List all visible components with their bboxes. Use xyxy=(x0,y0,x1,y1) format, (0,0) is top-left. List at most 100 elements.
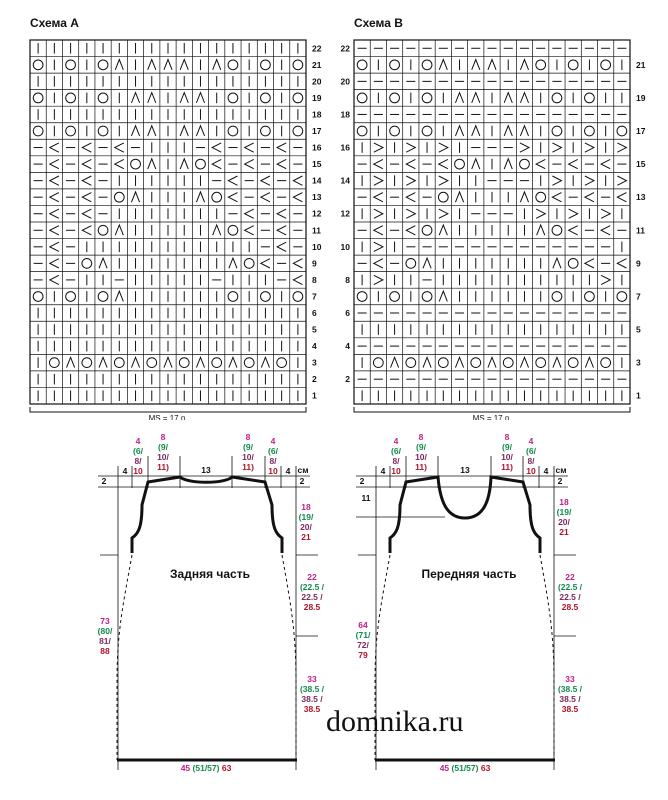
chart-b-row-label: 3 xyxy=(636,358,641,368)
chart-a-stitch xyxy=(113,159,125,170)
chart-b-stitch xyxy=(567,257,579,269)
chart-a-stitch xyxy=(292,175,303,186)
chart-b-stitch xyxy=(567,357,579,369)
front-armhole: 18(19/20/21 xyxy=(557,497,572,537)
chart-b-row-label: 13 xyxy=(636,192,646,202)
chart-b-stitch xyxy=(616,125,628,137)
front-dim-4-right: 4 xyxy=(544,466,549,476)
chart-a-stitch xyxy=(212,223,222,236)
chart-b-stitch xyxy=(519,124,529,137)
chart-a-stitch xyxy=(211,159,222,170)
chart-b-stitch xyxy=(437,357,449,369)
chart-a-stitch xyxy=(243,159,254,170)
chart-a-stitch xyxy=(292,59,304,71)
chart-a-stitch xyxy=(48,192,60,203)
chart-a-stitch xyxy=(195,190,205,203)
chart-a-stitch xyxy=(81,225,92,236)
chart-b-stitch xyxy=(519,158,530,170)
chart-a-stitch xyxy=(243,357,255,369)
chart-a-stitch xyxy=(65,291,76,302)
front-side-upper: 22(22.5 /22.5 /28.5 xyxy=(558,572,583,612)
chart-a-stitch xyxy=(275,142,287,153)
chart-b-stitch xyxy=(406,142,417,153)
chart-a-stitch xyxy=(97,92,109,104)
chart-b-stitch xyxy=(552,175,563,186)
back-dim-4-left: 4 xyxy=(123,466,128,476)
chart-a-stitch xyxy=(130,158,141,170)
chart-a-row-label: 4 xyxy=(312,341,317,351)
chart-a-stitch xyxy=(292,258,303,269)
chart-b-stitch xyxy=(437,159,449,170)
chart-a-stitch xyxy=(292,291,304,302)
chart-b-stitch xyxy=(552,355,562,368)
chart-a-row-label: 19 xyxy=(312,93,322,103)
chart-a-stitch xyxy=(97,125,109,137)
chart-a-stitch xyxy=(147,157,157,170)
chart-b-stitch xyxy=(356,92,368,104)
chart-a-stitch xyxy=(228,355,238,368)
chart-b-stitch xyxy=(502,357,514,369)
chart-b-stitch xyxy=(519,190,529,203)
chart-b-stitch xyxy=(584,92,595,104)
back-armhole: 18(19/20/21 xyxy=(299,502,314,542)
chart-b-stitch xyxy=(551,92,563,104)
chart-a-stitch xyxy=(97,59,109,71)
chart-b-stitch xyxy=(372,357,384,369)
chart-a-row-label: 3 xyxy=(312,358,317,368)
chart-b-row-label: 1 xyxy=(636,391,641,401)
chart-a-stitch xyxy=(81,192,92,203)
front-dim-13: 13 xyxy=(460,465,470,475)
chart-b-stitch xyxy=(536,223,546,236)
chart-a-repeat-label: MS = 17 п. xyxy=(149,414,188,420)
chart-a-stitch xyxy=(81,257,93,269)
chart-a-stitch xyxy=(260,92,271,104)
chart-a-stitch xyxy=(113,142,125,153)
chart-a-stitch xyxy=(292,125,304,137)
back-group-left2: 8(9/10/11) xyxy=(157,432,169,472)
back-title: Задняя часть xyxy=(170,567,250,581)
chart-a-row-label: 11 xyxy=(312,225,321,235)
chart-a-stitch xyxy=(48,142,60,153)
chart-b-row-label: 2 xyxy=(345,374,350,384)
chart-b-stitch xyxy=(552,256,562,269)
chart-b-stitch xyxy=(584,125,595,137)
chart-a-row-label: 7 xyxy=(312,291,317,301)
chart-b-stitch xyxy=(421,291,433,302)
chart-b-stitch xyxy=(535,208,547,219)
chart-b-stitch xyxy=(421,125,433,137)
chart-b-stitch xyxy=(437,191,449,203)
chart-b-row-label: 16 xyxy=(341,143,351,153)
chart-b-stitch xyxy=(617,175,628,186)
chart-a-stitch xyxy=(243,225,254,236)
chart-a-stitch xyxy=(275,241,287,252)
chart-b-stitch xyxy=(567,225,578,236)
chart-a-stitch xyxy=(195,91,205,104)
chart-a-stitch xyxy=(81,357,93,369)
chart-b-stitch xyxy=(372,159,384,170)
chart-a-row-label: 10 xyxy=(312,242,322,252)
chart-b-stitch xyxy=(567,59,579,71)
chart-b-stitch xyxy=(584,142,596,153)
chart-a-row-label: 18 xyxy=(312,109,322,119)
chart-a-stitch xyxy=(195,158,206,170)
chart-a-stitch xyxy=(32,125,44,137)
chart-b-stitch xyxy=(405,192,416,203)
back-group-right: 4(6/8/10 xyxy=(268,436,279,476)
chart-a-stitch xyxy=(292,192,303,203)
chart-a-stitch xyxy=(97,291,109,302)
chart-b-stitch xyxy=(470,357,482,369)
chart-b-stitch xyxy=(405,257,417,269)
chart-b-stitch xyxy=(405,225,416,236)
chart-b-row-label: 17 xyxy=(636,126,646,136)
chart-a-stitch xyxy=(131,355,141,368)
front-unit-cm: см xyxy=(555,465,566,475)
front-title: Передняя часть xyxy=(421,567,516,581)
chart-b-stitch xyxy=(455,124,465,137)
chart-a-stitch xyxy=(243,208,254,219)
chart-a-row-label: 16 xyxy=(312,143,322,153)
chart-a-stitch xyxy=(227,59,239,71)
back-piece xyxy=(98,456,318,770)
chart-b-stitch xyxy=(617,142,628,153)
chart-b-stitch xyxy=(405,357,417,369)
chart-b-stitch xyxy=(373,175,385,186)
